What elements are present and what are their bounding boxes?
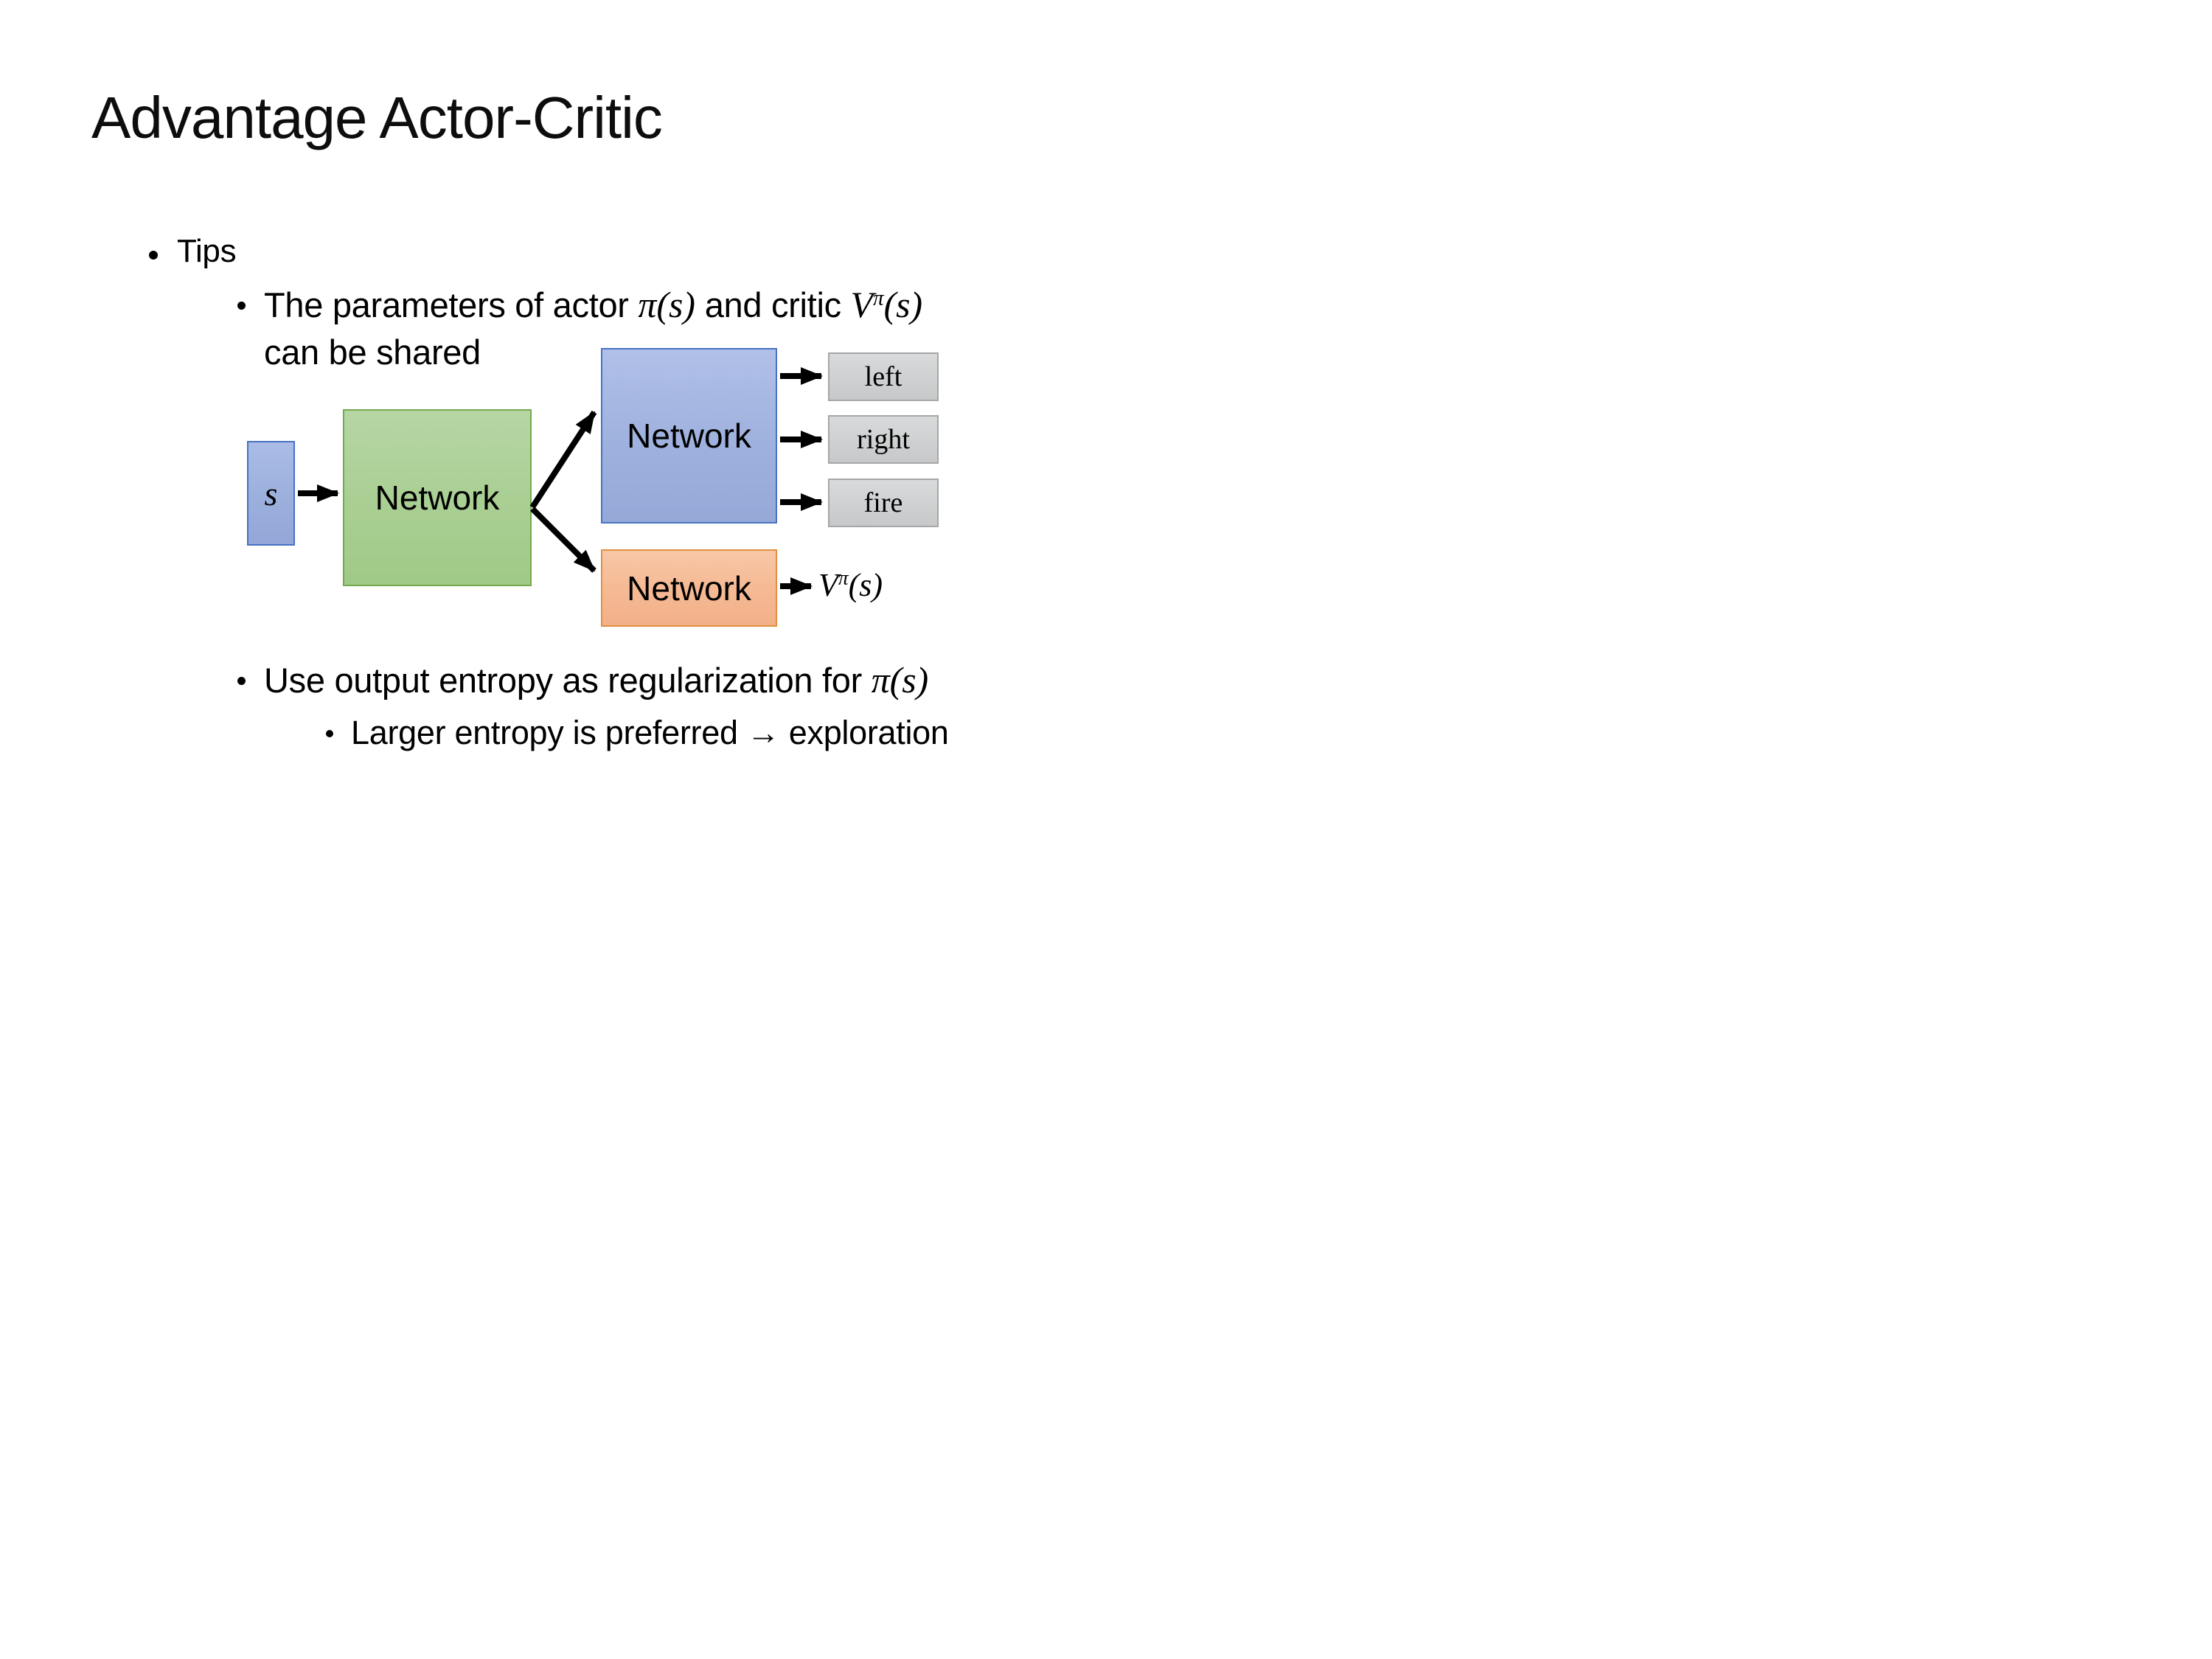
shared-network-box: Network (343, 409, 532, 586)
math-critic-value-sup: π (872, 286, 884, 310)
critic-output-value: Vπ(s) (818, 566, 883, 604)
critic-output-args: (s) (848, 567, 883, 603)
math-actor-policy: π(s) (638, 285, 695, 325)
bullet-shared-parameters-line1: The parameters of actor π(s) and critic … (264, 281, 922, 330)
bullet-dot (237, 302, 246, 310)
action-box-right: right (828, 415, 939, 464)
math-critic-value-args: (s) (883, 285, 923, 325)
bullet-entropy-regularization: Use output entropy as regularization for… (264, 656, 928, 705)
action-box-left: left (828, 352, 939, 401)
action-label-fire: fire (863, 487, 903, 518)
state-input-box: s (247, 441, 295, 546)
slide: Advantage Actor-Critic Tips The paramete… (0, 0, 1106, 830)
bullet-dot (237, 677, 246, 685)
action-label-right: right (857, 424, 910, 455)
bullet-dot (149, 251, 158, 260)
text-before-actor: The parameters of actor (264, 285, 639, 324)
bullet-shared-parameters: The parameters of actor π(s) and critic … (264, 281, 922, 375)
bullet-larger-entropy: Larger entropy is preferred → exploratio… (351, 714, 949, 751)
arrow-shared-to-critic (530, 507, 597, 573)
critic-network-label: Network (627, 568, 751, 608)
math-policy: π(s) (871, 660, 929, 700)
tips-heading: Tips (177, 233, 237, 269)
actor-network-box: Network (601, 348, 777, 524)
actor-network-label: Network (627, 417, 751, 455)
critic-output-base: V (818, 567, 838, 603)
bullet-shared-parameters-line2: can be shared (264, 332, 481, 372)
bullet-dot (326, 730, 333, 737)
arrow-shared-to-actor (529, 410, 597, 509)
critic-network-box: Network (601, 549, 777, 627)
critic-output-sup: π (838, 566, 849, 589)
text-and-critic: and critic (695, 285, 851, 324)
action-box-fire: fire (828, 479, 939, 527)
state-input-label: s (264, 474, 278, 512)
text-entropy-regularization: Use output entropy as regularization for (264, 661, 872, 700)
slide-title: Advantage Actor-Critic (91, 85, 663, 150)
action-label-left: left (864, 361, 902, 392)
math-critic-value-base: V (850, 285, 873, 325)
shared-network-label: Network (375, 479, 500, 517)
